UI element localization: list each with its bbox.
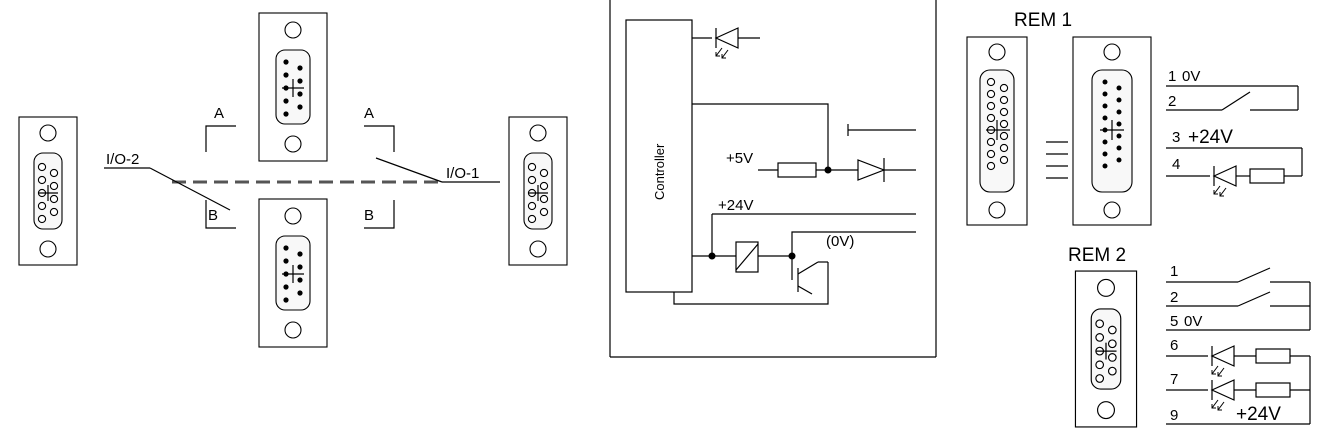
io-bus-section: I/O-2 I/O-1 A A B B <box>18 12 568 348</box>
rem2-resistor6 <box>1255 348 1291 364</box>
rem2-pin5-num: 5 <box>1170 313 1178 330</box>
rem2-led7-icon <box>1211 379 1235 411</box>
rem1-pin3-signal: +24V <box>1188 127 1233 148</box>
rem1-switch-icon <box>1221 91 1251 111</box>
node-b-connector <box>258 198 328 348</box>
diode-icon <box>857 159 886 181</box>
rem1-pin1-num: 1 <box>1168 68 1176 85</box>
zero-v-paren-label: (0V) <box>826 233 854 250</box>
io2-label: I/O-2 <box>106 151 139 168</box>
rem1-section: REM 1 1 0V 2 3 +24V 4 <box>966 10 1303 226</box>
rem2-pin7-num: 7 <box>1170 371 1178 388</box>
rem2-pin6-num: 6 <box>1170 337 1178 354</box>
rem1-pin2-num: 2 <box>1168 93 1176 110</box>
node-a-connector <box>258 12 328 162</box>
io1-connector <box>508 116 568 266</box>
a-right-label: A <box>364 105 374 122</box>
plus24v-label: +24V <box>718 197 753 214</box>
rem1-pin1-signal: 0V <box>1182 68 1200 85</box>
controller-label: Controller <box>652 143 667 200</box>
rem2-section: REM 2 1 2 5 0V 6 7 9 +24V <box>1068 245 1311 428</box>
controller-block <box>625 19 693 293</box>
controller-section: Controller +5V +24V (0V) <box>609 0 937 358</box>
rem1-male-connector <box>1072 36 1152 226</box>
rem1-pin4-num: 4 <box>1172 156 1180 173</box>
rem2-title: REM 2 <box>1068 245 1126 266</box>
rem2-pin9-num: 9 <box>1170 407 1178 424</box>
rem2-resistor7 <box>1255 382 1291 398</box>
rem1-resistor <box>1249 168 1285 184</box>
rem1-pin3-num: 3 <box>1172 129 1180 146</box>
io1-label: I/O-1 <box>446 165 479 182</box>
resistor-5v <box>777 162 817 178</box>
rem2-led6-icon <box>1211 345 1235 377</box>
rem2-pin5-signal: 0V <box>1184 313 1202 330</box>
plus5v-label: +5V <box>726 150 753 167</box>
b-left-label: B <box>208 207 218 224</box>
b-right-label: B <box>364 207 374 224</box>
rem1-led-icon <box>1213 165 1237 197</box>
rem2-pin1-num: 1 <box>1170 263 1178 280</box>
rem2-pin2-num: 2 <box>1170 289 1178 306</box>
rem2-pin9-signal: +24V <box>1236 404 1281 425</box>
rem2-connector <box>1074 270 1138 428</box>
status-led-icon <box>715 27 739 59</box>
io2-connector <box>18 116 78 266</box>
rem1-title: REM 1 <box>1014 10 1072 31</box>
rem1-female-connector <box>966 36 1028 226</box>
a-left-label: A <box>214 105 224 122</box>
